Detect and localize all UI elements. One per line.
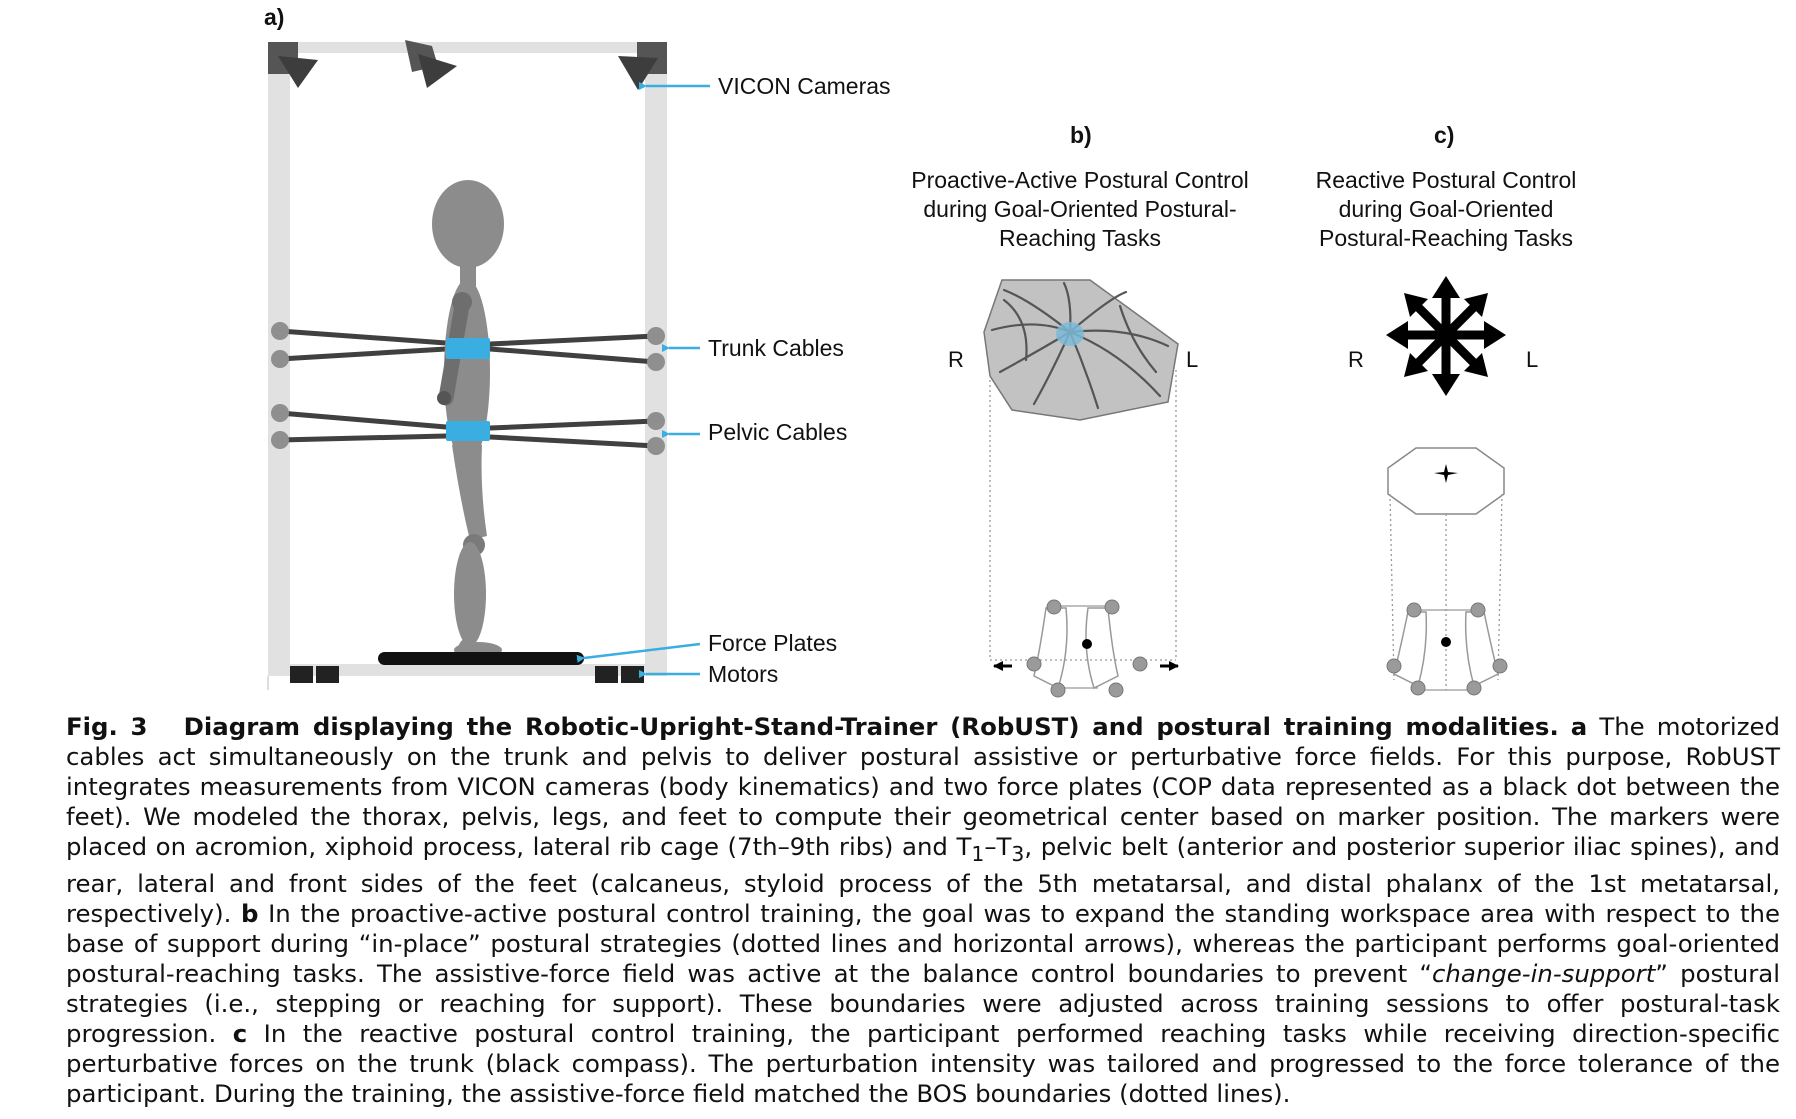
force-plate: [378, 652, 584, 665]
feet-c: [1386, 602, 1508, 696]
motors-label: Motors: [708, 661, 779, 687]
cable-anchor-points: [271, 322, 665, 455]
caption-part-b-2: ” postural strategies (i.e., stepping or…: [66, 958, 1780, 1048]
panel-b-label: b): [1070, 122, 1092, 148]
perturbation-compass: [1386, 276, 1506, 396]
bos-dotted-lines-c: [1389, 493, 1503, 690]
caption-sub-3: 3: [1011, 841, 1025, 866]
vicon-camera-icons: [268, 40, 667, 90]
cop-dot-b: [1082, 639, 1092, 649]
panel-c-title: Reactive Postural Control during Goal-Or…: [1315, 167, 1577, 251]
caption-part-b-1: In the proactive-active postural control…: [66, 898, 1780, 988]
pelvic-cables-label: Pelvic Cables: [708, 419, 848, 445]
caption-part-c: In the reactive postural control trainin…: [66, 1018, 1780, 1108]
caption-tag-a: a: [1570, 712, 1588, 741]
panel-c-right-side-label: R: [1348, 347, 1364, 372]
workspace-area: [983, 279, 1179, 421]
caption-dash: –T: [984, 832, 1012, 861]
figure-caption: Fig. 3 Diagram displaying the Robotic-Up…: [66, 712, 1780, 1109]
figure-3-graphic: [267, 40, 1508, 698]
pelvic-cables: [277, 410, 659, 449]
caption-part-a-1: The motorized cables act simultaneously …: [66, 712, 1780, 861]
human-figure: [432, 180, 504, 662]
caption-title: Diagram displaying the Robotic-Upright-S…: [183, 712, 1559, 741]
motor-icons: [290, 666, 644, 683]
caption-tag-b: b: [241, 898, 259, 928]
feet-b: [993, 599, 1179, 698]
panel-a-label: a): [264, 4, 285, 30]
panel-b-right-side-label: R: [948, 347, 964, 372]
panel-c-label: c): [1434, 122, 1455, 148]
figure-3: a) VICON Cameras Trunk Cables Pelvic Cab…: [264, 4, 1577, 698]
caption-figure-number: Fig. 3: [66, 712, 148, 741]
caption-tag-c: c: [232, 1018, 248, 1048]
vicon-cameras-label: VICON Cameras: [718, 73, 891, 99]
panel-c-left-side-label: L: [1526, 347, 1539, 372]
cop-dot-c: [1441, 637, 1451, 647]
bos-octagon: [1387, 447, 1505, 515]
force-plates-label: Force Plates: [708, 630, 838, 656]
panel-b-left-side-label: L: [1186, 347, 1199, 372]
trunk-belt: [446, 338, 490, 359]
pelvic-belt: [446, 421, 490, 441]
trunk-cables: [277, 328, 659, 365]
panel-b-title: Proactive-Active Postural Control during…: [911, 167, 1249, 251]
trunk-cables-label: Trunk Cables: [708, 335, 844, 361]
caption-part-a-2: , pelvic belt (anterior and posterior su…: [66, 832, 1780, 928]
caption-sub-1: 1: [971, 841, 985, 866]
callout-arrows: [576, 82, 710, 678]
caption-italic-term: change-in-support: [1432, 958, 1656, 988]
